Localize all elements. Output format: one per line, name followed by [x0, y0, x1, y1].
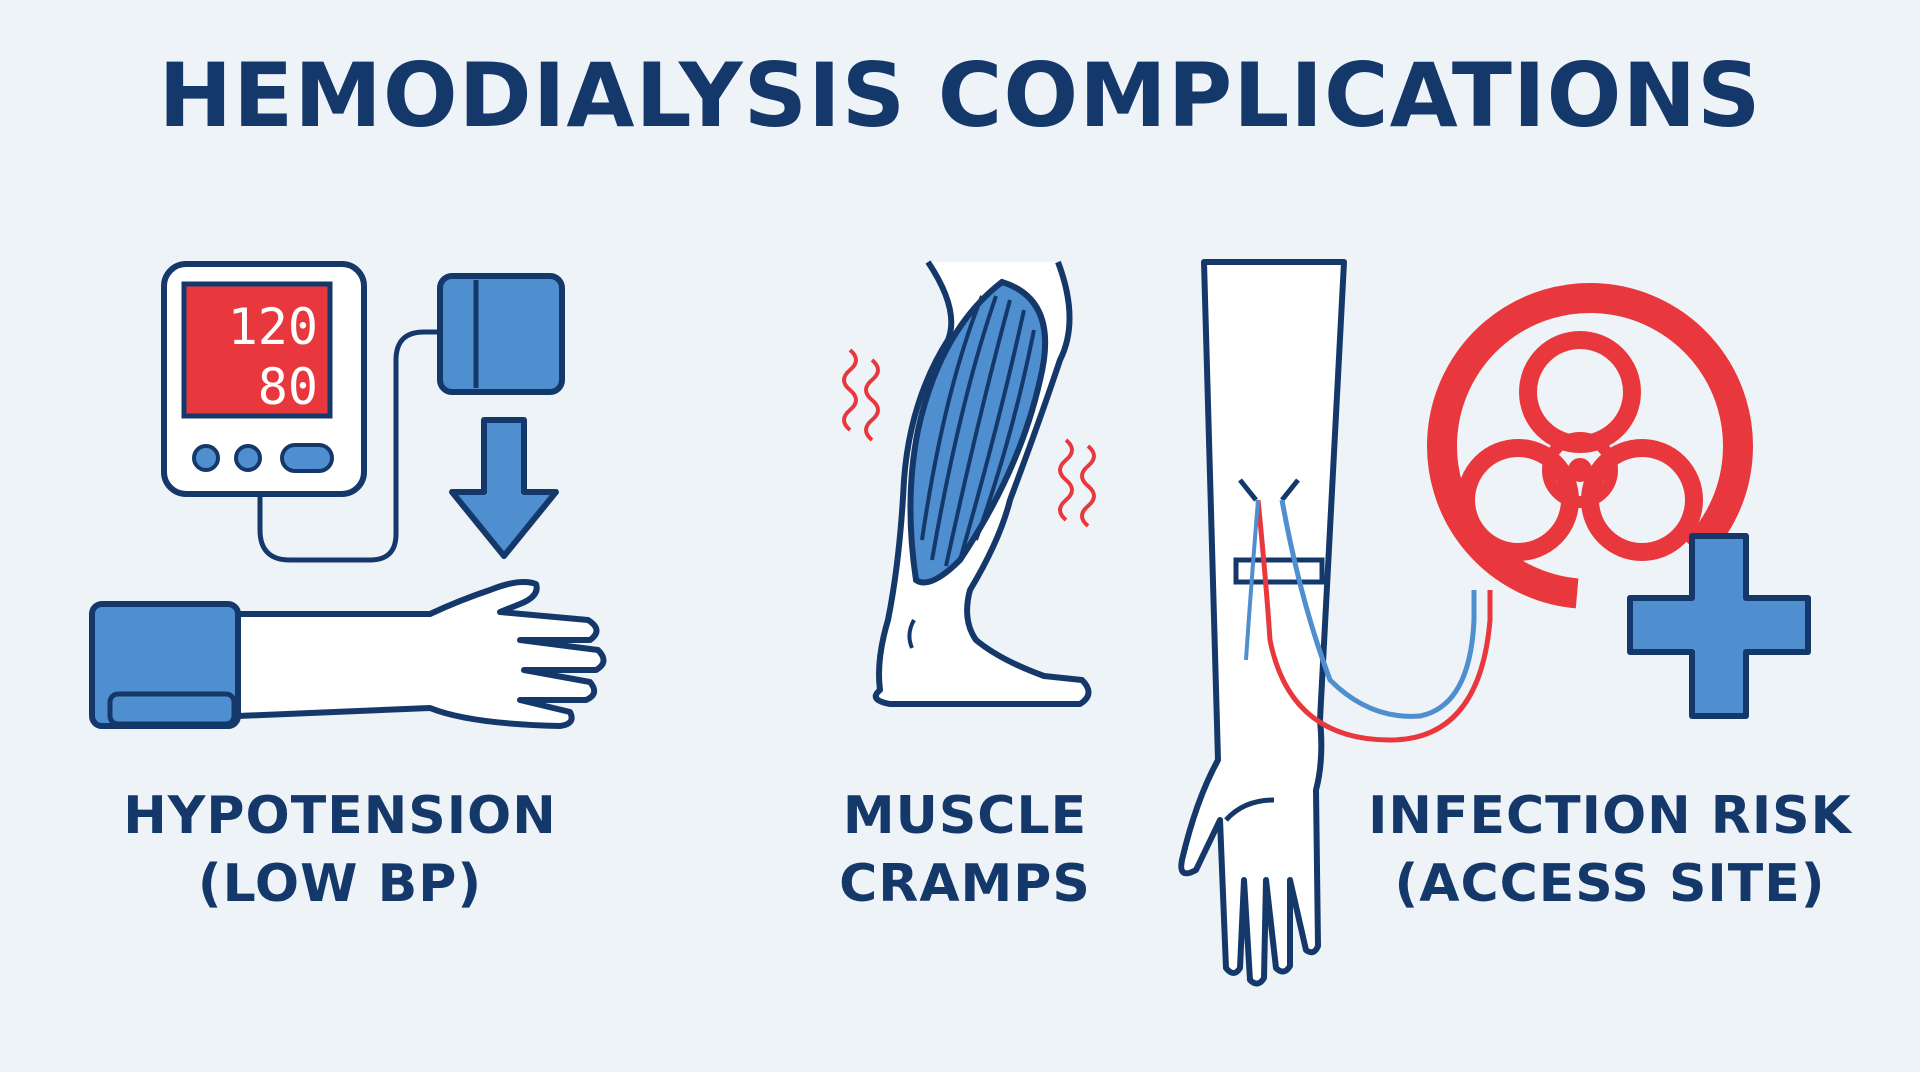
label-line: (ACCESS SITE): [1394, 854, 1826, 914]
forearm-with-access-icon: [1178, 259, 1493, 987]
systolic-reading: 120: [228, 298, 318, 356]
label-line: CRAMPS: [839, 854, 1091, 914]
blood-pressure-monitor-icon: 120 80: [161, 261, 440, 563]
page-title: HEMODIALYSIS COMPLICATIONS: [158, 44, 1762, 147]
down-arrow-icon: [449, 417, 559, 559]
medical-cross-icon: [1627, 533, 1811, 719]
label-line: MUSCLE: [842, 786, 1088, 846]
cramping-leg-icon: [872, 260, 1092, 707]
diastolic-reading: 80: [258, 358, 318, 416]
bulb-icon: [437, 273, 565, 395]
label-line: HYPOTENSION: [123, 786, 557, 846]
label-hypotension: HYPOTENSION (LOW BP): [100, 782, 580, 918]
arm-with-cuff-icon: [89, 579, 607, 729]
label-infection-risk: INFECTION RISK (ACCESS SITE): [1340, 782, 1880, 918]
label-muscle-cramps: MUSCLE CRAMPS: [800, 782, 1130, 918]
cramp-wave-left-icon: [842, 348, 880, 442]
label-line: INFECTION RISK: [1368, 786, 1852, 846]
biohazard-icon: [1427, 283, 1754, 609]
cramp-wave-right-icon: [1058, 438, 1096, 528]
label-line: (LOW BP): [197, 854, 483, 914]
